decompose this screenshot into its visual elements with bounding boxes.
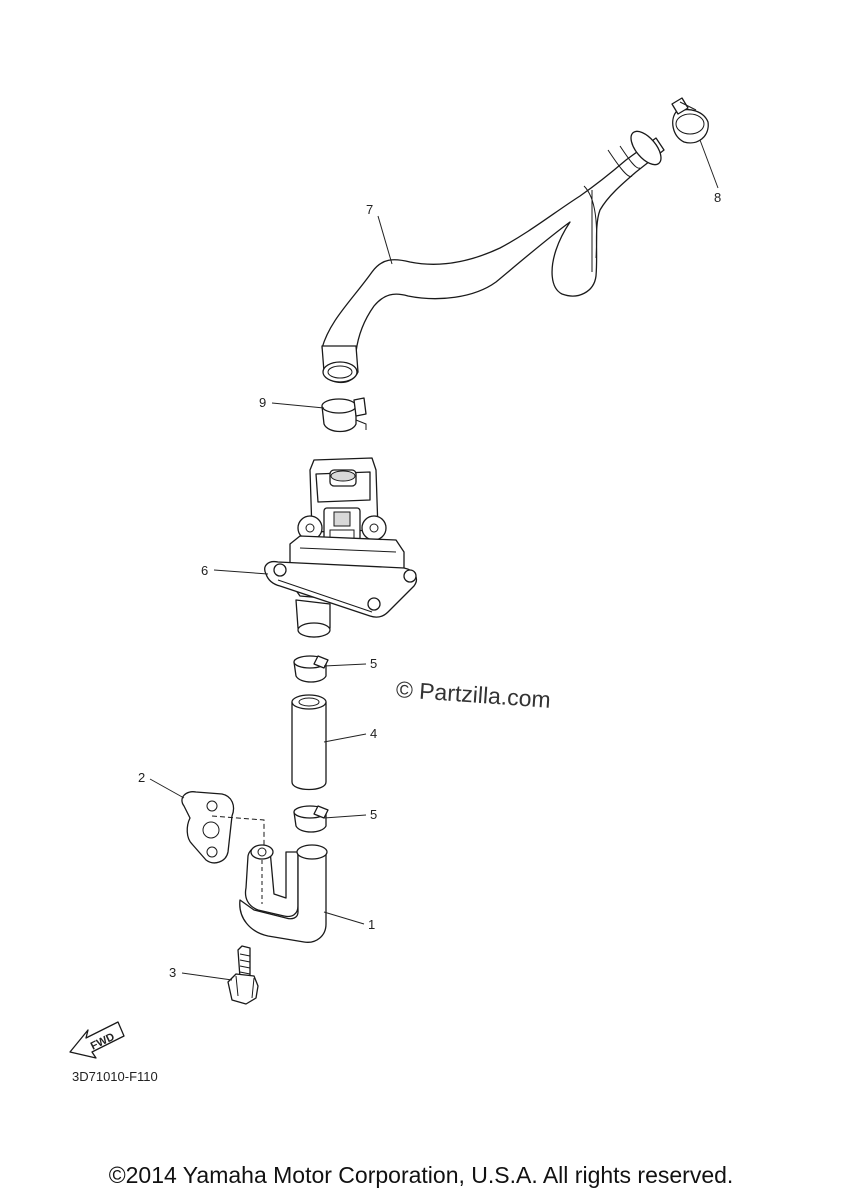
- callout-9: 9: [259, 395, 266, 410]
- part-2-gasket[interactable]: [181, 791, 235, 864]
- leader-lines: [149, 139, 719, 981]
- part-1-air-pipe[interactable]: [239, 844, 328, 943]
- part-3-bolt[interactable]: [227, 945, 259, 1005]
- callout-1: 1: [368, 917, 375, 932]
- part-7-air-hose[interactable]: [321, 126, 667, 384]
- callout-4: 4: [370, 726, 377, 741]
- assembly-guide-line: [211, 815, 265, 848]
- callout-3: 3: [169, 965, 176, 980]
- callout-2: 2: [138, 770, 145, 785]
- fwd-arrow-icon: FWD: [69, 1021, 125, 1059]
- callout-7: 7: [366, 202, 373, 217]
- callout-labels: 7 8 9 6 5 4 5 2 1 3: [138, 190, 721, 980]
- callout-8: 8: [714, 190, 721, 205]
- drawing-code: 3D71010-F110: [72, 1069, 158, 1084]
- part-6-valve-assembly[interactable]: [264, 457, 418, 638]
- part-4-hose[interactable]: [291, 694, 327, 791]
- callout-5-lower: 5: [370, 807, 377, 822]
- part-5-hose-clamp-upper[interactable]: [293, 655, 329, 683]
- part-8-hose-clamp[interactable]: [671, 97, 709, 144]
- callout-5-upper: 5: [370, 656, 377, 671]
- copyright-notice: ©2014 Yamaha Motor Corporation, U.S.A. A…: [108, 1162, 734, 1188]
- part-9-hose-clamp[interactable]: [321, 397, 367, 433]
- callout-6: 6: [201, 563, 208, 578]
- part-5-hose-clamp-lower[interactable]: [293, 805, 329, 833]
